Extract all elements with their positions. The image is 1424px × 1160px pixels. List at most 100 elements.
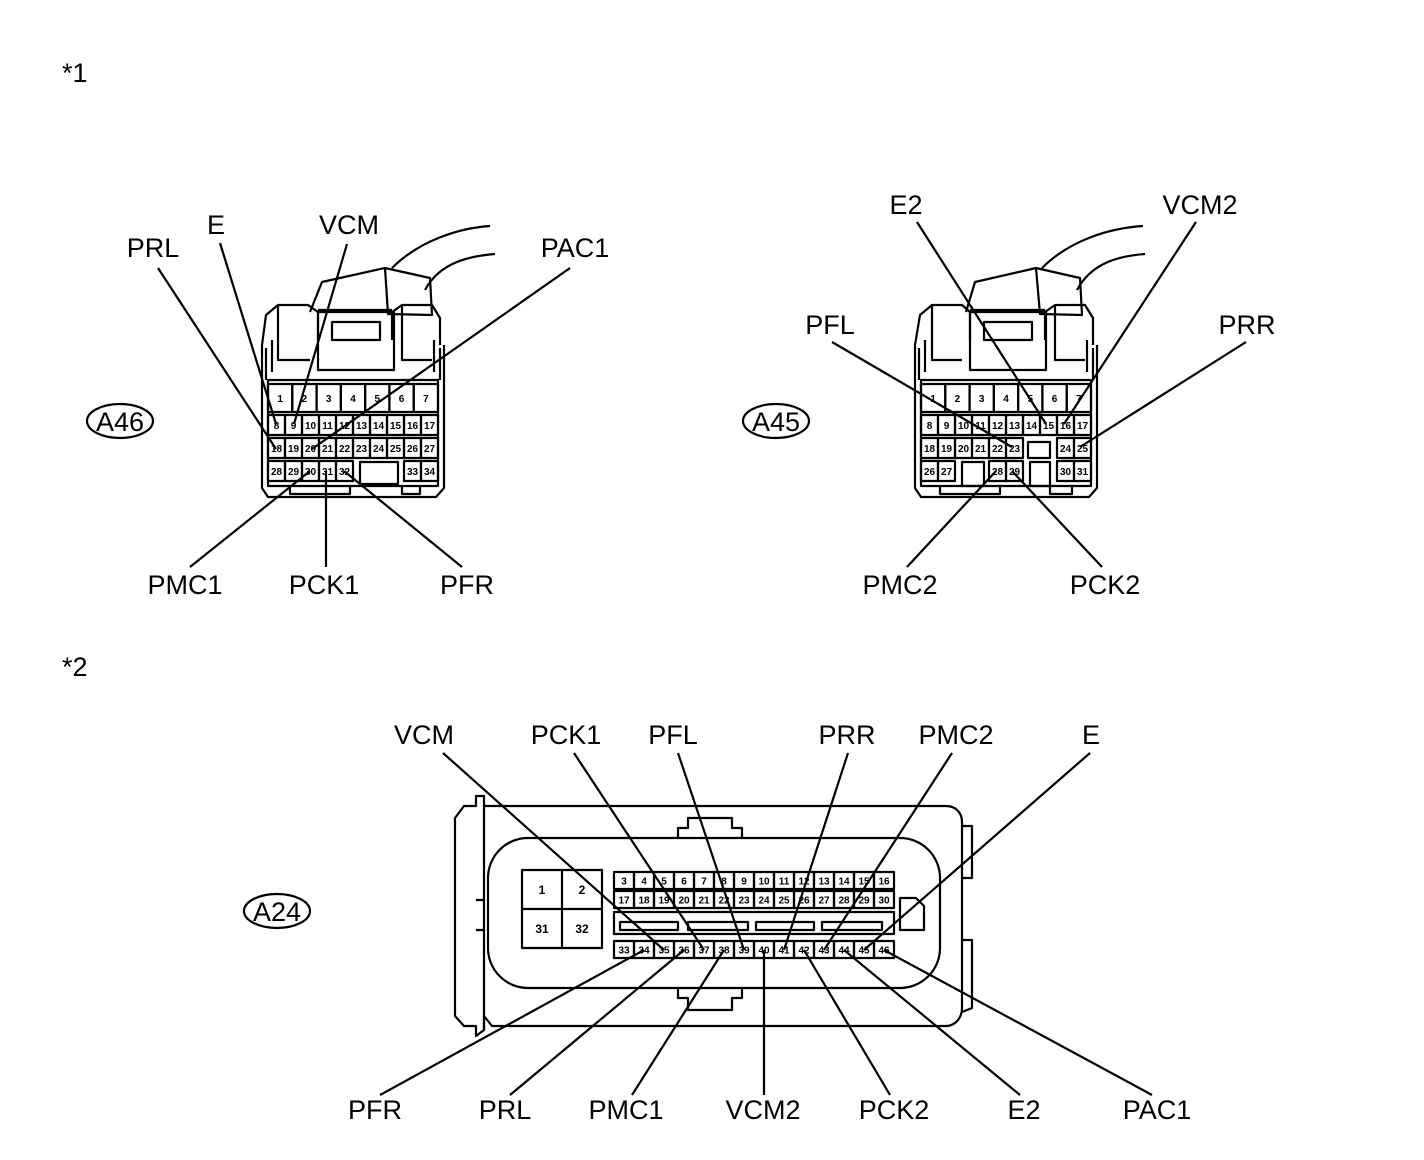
a24-pin-14: 14 [838, 877, 850, 888]
a45-leader-pck2 [1011, 470, 1103, 568]
a46-pin-31: 31 [322, 467, 334, 478]
a45-leader-pfl [831, 341, 1013, 448]
a45-pin-28: 28 [992, 467, 1004, 478]
a24-pin-11: 11 [779, 877, 790, 888]
a45-pin-23-cell [1004, 436, 1025, 460]
a46-pin-19: 19 [288, 444, 300, 455]
a45-pin-26: 26 [924, 467, 936, 478]
a45-pin-27: 27 [941, 467, 953, 478]
a45-pin-10: 10 [958, 421, 970, 432]
a46-label-pfr: PFR [440, 570, 494, 600]
a24-pin-18: 18 [638, 896, 650, 907]
a46-pin-17-cell [419, 413, 440, 437]
a45-pin-7-cell [1065, 382, 1093, 414]
a45-pin-9: 9 [944, 421, 950, 432]
a46-leader-vcm [292, 243, 349, 425]
a46-pin-21: 21 [322, 444, 334, 455]
a24-label-e: E [1082, 720, 1100, 750]
a24-leader-vcm [442, 752, 665, 951]
a24-leader-pfl [676, 752, 746, 951]
a24-label-pfr: PFR [348, 1095, 402, 1125]
a45-pin-13: 13 [1009, 421, 1021, 432]
a24-label-pac1: PAC1 [1123, 1095, 1192, 1125]
a24-pin-17: 17 [618, 896, 630, 907]
a24-leader-prr [782, 752, 850, 951]
a46-pin-29: 29 [288, 467, 300, 478]
a24-pin-1: 1 [539, 883, 546, 897]
a45-pin-17: 17 [1077, 421, 1089, 432]
a46-label-vcm: VCM [319, 210, 379, 240]
a24-pin-12: 12 [798, 877, 810, 888]
a46-pin-3: 3 [326, 394, 332, 405]
a24-pin-6: 6 [681, 877, 687, 888]
a24-label-pck2: PCK2 [859, 1095, 930, 1125]
a45-label-pmc2: PMC2 [862, 570, 937, 600]
a45-pin-8: 8 [927, 421, 933, 432]
a45-label-pck2: PCK2 [1070, 570, 1141, 600]
a45-leader-prr [1079, 341, 1247, 448]
a45-label-prr: PRR [1218, 310, 1275, 340]
a45-pin-14: 14 [1026, 421, 1038, 432]
a24-pin-20: 20 [678, 896, 690, 907]
a45-pin-4: 4 [1003, 394, 1009, 405]
a24-pin-16-cell [872, 870, 896, 891]
a46-pin-11: 11 [322, 421, 333, 432]
a45-pin-2: 2 [955, 394, 961, 405]
a45-pin-30: 30 [1060, 467, 1072, 478]
a46-pin-32-cell [334, 459, 355, 483]
a24-pin-10: 10 [758, 877, 770, 888]
a24-pin-15: 15 [858, 877, 870, 888]
a45-pin-23: 23 [1009, 444, 1021, 455]
a46-pin-2: 2 [302, 394, 308, 405]
a24-pin-39: 39 [738, 946, 750, 957]
a45-pin-6: 6 [1052, 394, 1058, 405]
a24-pin-41: 41 [778, 946, 790, 957]
a46-pin-13: 13 [356, 421, 368, 432]
a45-pin-31-cell [1072, 459, 1093, 483]
a24-pin-30: 30 [878, 896, 890, 907]
a24-pin-30-cell [872, 889, 896, 910]
a46-pin-25: 25 [390, 444, 402, 455]
a24-pin-37: 37 [698, 946, 710, 957]
a46-label-e: E [207, 210, 225, 240]
a46-label-pck1: PCK1 [289, 570, 360, 600]
a24-leader-e2 [843, 949, 1021, 1096]
a45-connector-id: A45 [752, 407, 800, 437]
a24-pin-45: 45 [858, 946, 870, 957]
a24-pin-3: 3 [621, 877, 627, 888]
a45-pin-11: 11 [975, 421, 986, 432]
a24-pin-19: 19 [658, 896, 670, 907]
a46-pin-33: 33 [407, 467, 419, 478]
a24-pin-7: 7 [701, 877, 707, 888]
a46-pin-34-cell [419, 459, 440, 483]
a24-pin-21: 21 [698, 896, 710, 907]
a45-pin-22: 22 [992, 444, 1004, 455]
a46-pin-7: 7 [423, 394, 429, 405]
a24-leader-e [863, 752, 1091, 951]
a45-pin-29-cell [1004, 459, 1025, 483]
a45-label-e2: E2 [889, 190, 922, 220]
a45-pin-25: 25 [1077, 444, 1089, 455]
a24-leader-pck2 [803, 949, 891, 1096]
a45-leader-pmc2 [906, 470, 997, 568]
a46-pin-22: 22 [339, 444, 351, 455]
a24-pin-16: 16 [878, 877, 890, 888]
a24-label-vcm: VCM [394, 720, 454, 750]
a46-leader-pfr [343, 470, 463, 568]
a24-label-prl: PRL [479, 1095, 532, 1125]
section-marker-1: *1 [62, 58, 88, 88]
a24-pin-35: 35 [658, 946, 670, 957]
a24-pin-31: 31 [535, 922, 549, 936]
a24-pin-13: 13 [818, 877, 830, 888]
a46-pin-15: 15 [390, 421, 402, 432]
a24-pin-4: 4 [641, 877, 647, 888]
a46-label-pmc1: PMC1 [147, 570, 222, 600]
a24-pin-25: 25 [778, 896, 790, 907]
